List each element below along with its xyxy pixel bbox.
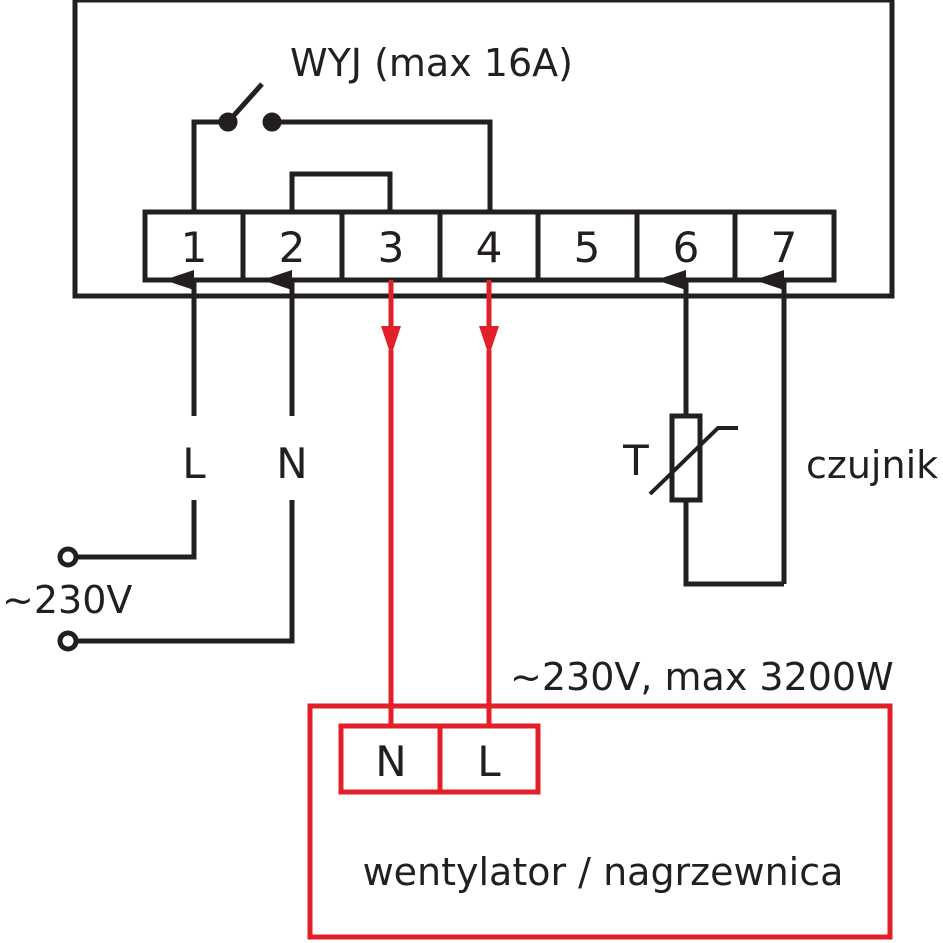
phase-label: L bbox=[182, 439, 206, 488]
terminal-3-label: 3 bbox=[378, 223, 405, 272]
controller-housing bbox=[72, 0, 895, 299]
sensor-label: czujnik bbox=[806, 443, 938, 487]
jumper-2-3 bbox=[289, 171, 393, 212]
load-device-label: wentylator / nagrzewnica bbox=[363, 850, 844, 894]
output-3-arrow bbox=[381, 326, 401, 356]
terminal-6-label: 6 bbox=[673, 223, 700, 272]
sensor-symbol: T bbox=[622, 436, 649, 485]
supply-wiring: L N ~230V bbox=[2, 270, 308, 652]
sensor-wiring: T czujnik bbox=[622, 270, 938, 587]
neutral-label: N bbox=[276, 439, 307, 488]
terminal-4-label: 4 bbox=[476, 223, 503, 272]
terminal-5-label: 5 bbox=[574, 223, 601, 272]
load-terminal-l: L bbox=[477, 737, 501, 786]
load-wiring bbox=[381, 280, 499, 726]
load-device: ~230V, max 3200W N L wentylator / nagrze… bbox=[307, 655, 894, 940]
terminal-2-label: 2 bbox=[279, 223, 306, 272]
output-4-arrow bbox=[479, 326, 499, 356]
supply-voltage-label: ~230V bbox=[2, 578, 132, 622]
load-terminal-n: N bbox=[375, 737, 406, 786]
relay-output-label: WYJ (max 16A) bbox=[290, 41, 573, 85]
terminal-1-label: 1 bbox=[181, 223, 208, 272]
relay-contact bbox=[191, 82, 493, 212]
terminal-7-label: 7 bbox=[771, 223, 798, 272]
load-rating-label: ~230V, max 3200W bbox=[510, 655, 894, 699]
supply-terminal-l bbox=[57, 546, 79, 568]
supply-terminal-n bbox=[57, 630, 79, 652]
terminal-block: 1 2 3 4 5 6 7 bbox=[142, 209, 837, 283]
